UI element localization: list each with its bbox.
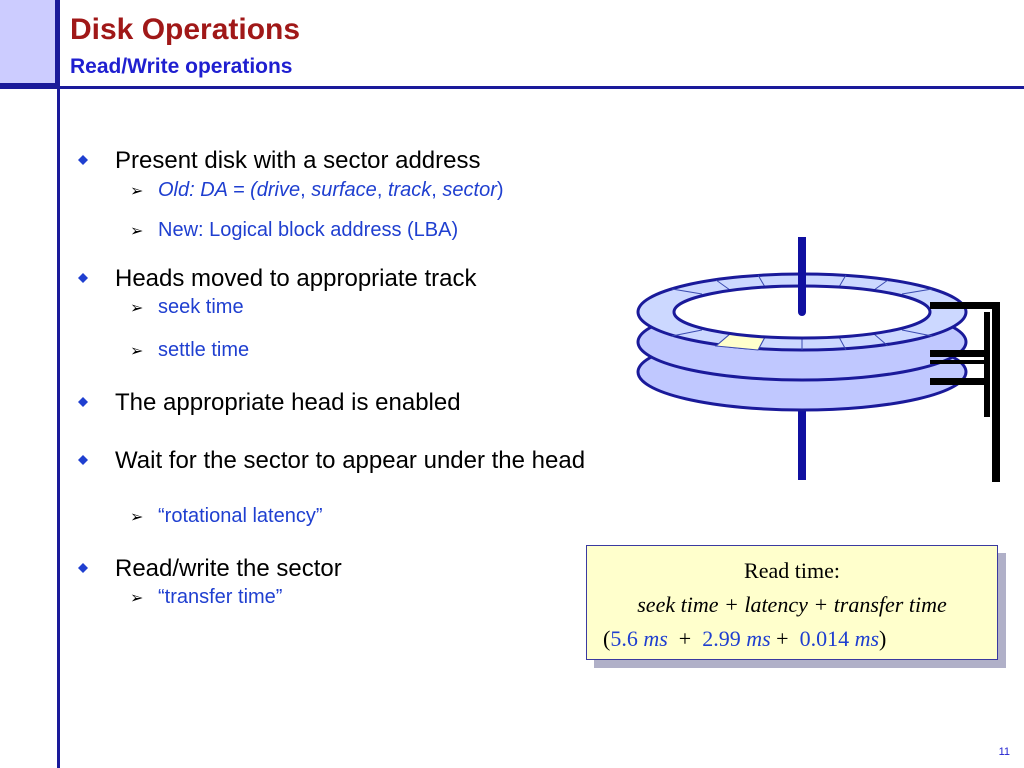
sub-text: “transfer time” — [158, 586, 283, 608]
spindle-bottom — [798, 407, 806, 480]
seek-value: 5.6 — [610, 626, 638, 651]
diamond-bullet-icon — [78, 563, 88, 573]
sub-item: ➢ seek time — [130, 295, 244, 321]
arrow-bullet-icon: ➢ — [130, 183, 144, 200]
spindle-center — [798, 308, 806, 316]
sub-text-part: sector — [442, 179, 497, 201]
arrow-bullet-icon: ➢ — [130, 343, 144, 360]
corner-decoration — [0, 0, 58, 86]
disk-platter-illustration — [636, 237, 1000, 482]
sub-text-part: track — [387, 179, 432, 201]
bullet-text: Heads moved to appropriate track — [115, 265, 477, 292]
slide-title: Disk Operations — [70, 13, 301, 46]
sub-text-part: , — [376, 179, 388, 201]
arrow-bullet-icon: ➢ — [130, 590, 144, 607]
bullet-text: Present disk with a sector address — [115, 147, 481, 174]
plus-sign: + — [678, 626, 692, 651]
unit-label: ms — [854, 626, 880, 651]
read-time-formula: seek time + latency + transfer time — [637, 592, 947, 617]
arrow-bullet-icon: ➢ — [130, 223, 144, 240]
diamond-bullet-icon — [78, 455, 88, 465]
bullet-text: The appropriate head is enabled — [115, 389, 461, 416]
sub-item: ➢ “rotational latency” — [130, 504, 323, 530]
unit-label: ms — [643, 626, 668, 651]
sub-item: ➢ Old: DA = (drive, surface, track, secto… — [130, 178, 504, 204]
sub-text-part: , — [431, 179, 443, 201]
sub-text: seek time — [158, 296, 244, 318]
sub-text: settle time — [158, 339, 250, 361]
paren-close: ) — [879, 626, 887, 651]
sub-text: New: Logical block address (LBA) — [158, 219, 459, 241]
sub-text-part: ) — [496, 179, 504, 201]
arrow-bullet-icon: ➢ — [130, 509, 144, 526]
sub-item: ➢ New: Logical block address (LBA) — [130, 218, 458, 244]
sub-text-prefix: Old: DA = ( — [158, 179, 257, 201]
left-rule — [57, 0, 60, 768]
latency-value: 2.99 — [702, 626, 741, 651]
spindle-top — [798, 237, 806, 312]
read-time-heading: Read time: — [744, 558, 840, 583]
transfer-value: 0.014 — [799, 626, 850, 651]
paren-open: ( — [603, 626, 611, 651]
sub-item: ➢ “transfer time” — [130, 585, 282, 611]
plus-sign: + — [776, 626, 789, 651]
diamond-bullet-icon — [78, 155, 88, 165]
read-time-values: (5.6 ms + 2.99 ms + 0.014 ms) — [603, 626, 983, 652]
sub-text-part: surface — [311, 179, 377, 201]
sub-text: “rotational latency” — [158, 505, 323, 527]
read-time-box: Read time: seek time + latency + transfe… — [586, 545, 998, 660]
bullet-text: Read/write the sector — [115, 555, 342, 582]
head-arm-assembly — [930, 302, 1000, 482]
bullet-text: Wait for the sector to appear under the … — [115, 447, 586, 474]
sub-text-part: , — [300, 179, 312, 201]
page-number: 11 — [998, 746, 1010, 758]
header-rule — [0, 86, 1024, 89]
slide-subtitle: Read/Write operations — [70, 55, 293, 78]
sub-item: ➢ settle time — [130, 338, 249, 364]
unit-label: ms — [746, 626, 771, 651]
diamond-bullet-icon — [78, 397, 88, 407]
sub-text-part: drive — [256, 179, 301, 201]
diamond-bullet-icon — [78, 273, 88, 283]
arrow-bullet-icon: ➢ — [130, 300, 144, 317]
